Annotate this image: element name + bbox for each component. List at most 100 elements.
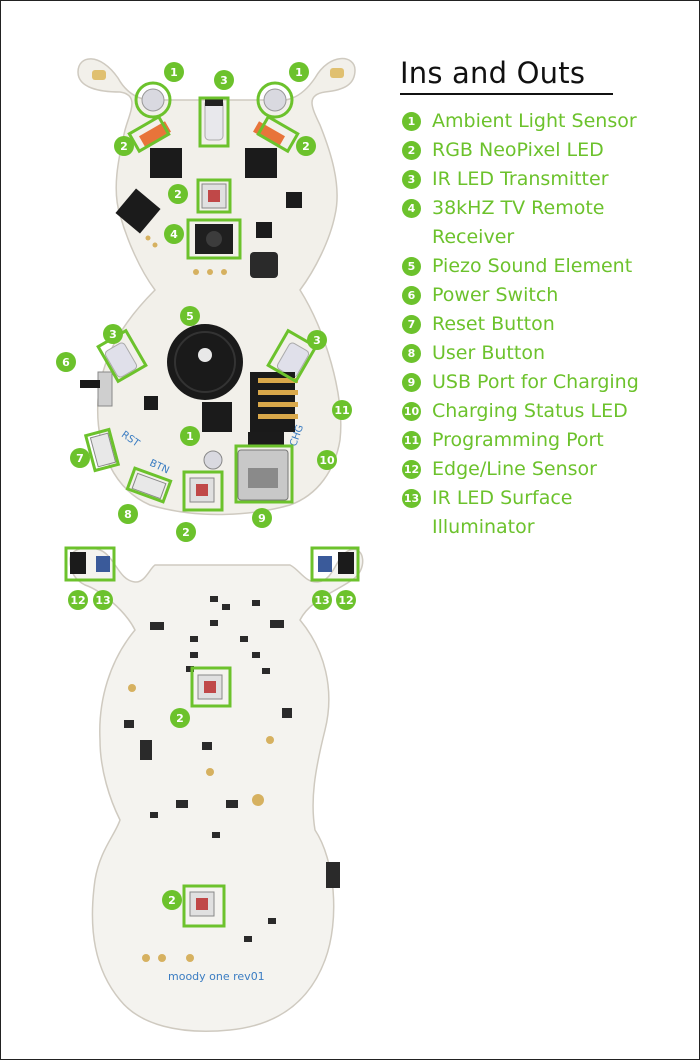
callout-3: 3 bbox=[307, 330, 327, 350]
svg-text:2: 2 bbox=[120, 140, 128, 153]
callout-1: 1 bbox=[164, 62, 184, 82]
legend-item-label: 38kHZ TV Remote bbox=[432, 197, 605, 219]
number-badge: 3 bbox=[402, 170, 421, 189]
callout-1: 1 bbox=[289, 62, 309, 82]
svg-text:6: 6 bbox=[62, 356, 70, 369]
svg-text:12: 12 bbox=[70, 594, 85, 607]
svg-text:5: 5 bbox=[186, 310, 194, 323]
number-badge: 9 bbox=[402, 373, 421, 392]
legend-item-label-continued: Illuminator bbox=[432, 516, 535, 538]
svg-text:7: 7 bbox=[76, 452, 84, 465]
callout-13: 13 bbox=[312, 590, 332, 610]
neopixel-led-bottom-core bbox=[196, 484, 208, 496]
svg-text:1: 1 bbox=[186, 430, 194, 443]
silk-board-name: moody one rev01 bbox=[168, 970, 265, 983]
callout-3: 3 bbox=[214, 70, 234, 90]
legend-item: 1 Ambient Light Sensor bbox=[402, 107, 639, 136]
ic-chip bbox=[256, 222, 272, 238]
ic-chip bbox=[150, 148, 182, 178]
svg-text:3: 3 bbox=[313, 334, 321, 347]
legend-item-label: Ambient Light Sensor bbox=[432, 110, 637, 132]
legend-item: 2 RGB NeoPixel LED bbox=[402, 136, 639, 165]
callout-5: 5 bbox=[180, 306, 200, 326]
svg-text:1: 1 bbox=[295, 66, 303, 79]
svg-text:2: 2 bbox=[302, 140, 310, 153]
number-badge: 6 bbox=[402, 286, 421, 305]
piezo-buzzer-hole bbox=[198, 348, 212, 362]
svg-text:2: 2 bbox=[176, 712, 184, 725]
callout-8: 8 bbox=[118, 504, 138, 524]
number-badge: 12 bbox=[402, 460, 421, 479]
neopixel-back-top-core bbox=[204, 681, 216, 693]
light-sensor-right bbox=[263, 88, 287, 112]
legend-item-label: Programming Port bbox=[432, 429, 604, 451]
legend-item: 9 USB Port for Charging bbox=[402, 368, 639, 397]
callout-4: 4 bbox=[164, 224, 184, 244]
callout-6: 6 bbox=[56, 352, 76, 372]
callouts-front: 1 1 3 2 2 2 4 5 3 3 6 11 1 7 10 8 9 2 bbox=[56, 62, 352, 542]
svg-text:2: 2 bbox=[182, 526, 190, 539]
power-switch bbox=[97, 371, 113, 407]
pad bbox=[92, 70, 106, 80]
svg-text:4: 4 bbox=[170, 228, 178, 241]
callout-7: 7 bbox=[70, 448, 90, 468]
inductor bbox=[250, 252, 278, 278]
svg-text:3: 3 bbox=[109, 328, 117, 341]
legend-item-label: Charging Status LED bbox=[432, 400, 628, 422]
ic-chip bbox=[286, 192, 302, 208]
legend-item-label: IR LED Surface bbox=[432, 487, 573, 509]
number-badge: 7 bbox=[402, 315, 421, 334]
svg-text:12: 12 bbox=[338, 594, 353, 607]
number-badge: 11 bbox=[402, 431, 421, 450]
svg-text:2: 2 bbox=[174, 188, 182, 201]
legend-item-label: USB Port for Charging bbox=[432, 371, 639, 393]
ir-illuminator-left bbox=[96, 556, 110, 572]
test-pads bbox=[128, 684, 274, 962]
svg-text:8: 8 bbox=[124, 508, 132, 521]
legend-item-label: Edge/Line Sensor bbox=[432, 458, 597, 480]
neopixel-led-top-core bbox=[208, 190, 220, 202]
legend-item-label: User Button bbox=[432, 342, 545, 364]
light-sensor-left bbox=[141, 88, 165, 112]
svg-text:13: 13 bbox=[95, 594, 110, 607]
callout-2: 2 bbox=[176, 522, 196, 542]
callout-2: 2 bbox=[168, 184, 188, 204]
callout-13: 13 bbox=[93, 590, 113, 610]
callout-11: 11 bbox=[332, 400, 352, 420]
usb-port-opening bbox=[248, 468, 278, 488]
number-badge: 13 bbox=[402, 489, 421, 508]
ic-chip bbox=[245, 148, 277, 178]
svg-text:13: 13 bbox=[314, 594, 329, 607]
neopixel-strip-left bbox=[139, 121, 171, 147]
light-sensor-bottom bbox=[203, 450, 223, 470]
number-badge: 1 bbox=[402, 112, 421, 131]
smd-components bbox=[124, 596, 292, 942]
callout-3: 3 bbox=[103, 324, 123, 344]
number-badge: 2 bbox=[402, 141, 421, 160]
front-board: RST BTN CHG 1 bbox=[56, 57, 356, 542]
edge-sensor-right bbox=[338, 552, 354, 574]
power-switch-lever bbox=[80, 380, 100, 388]
programming-header bbox=[248, 432, 284, 446]
svg-text:10: 10 bbox=[319, 454, 335, 467]
ir-led-top-base bbox=[205, 98, 223, 106]
legend-item: 11 Programming Port bbox=[402, 426, 639, 455]
back-board: moody one rev01 12 13 13 12 2 2 bbox=[64, 546, 364, 1032]
number-badge: 10 bbox=[402, 402, 421, 421]
callout-2: 2 bbox=[162, 890, 182, 910]
back-board-outline bbox=[69, 547, 364, 1032]
legend-title: Ins and Outs bbox=[400, 56, 586, 90]
callouts-back: 12 13 13 12 2 2 bbox=[68, 590, 356, 910]
svg-text:9: 9 bbox=[258, 512, 266, 525]
legend-item-label: RGB NeoPixel LED bbox=[432, 139, 604, 161]
highlight-boxes-back bbox=[64, 546, 360, 928]
svg-text:2: 2 bbox=[168, 894, 176, 907]
svg-text:1: 1 bbox=[170, 66, 178, 79]
side-switch bbox=[326, 862, 340, 888]
